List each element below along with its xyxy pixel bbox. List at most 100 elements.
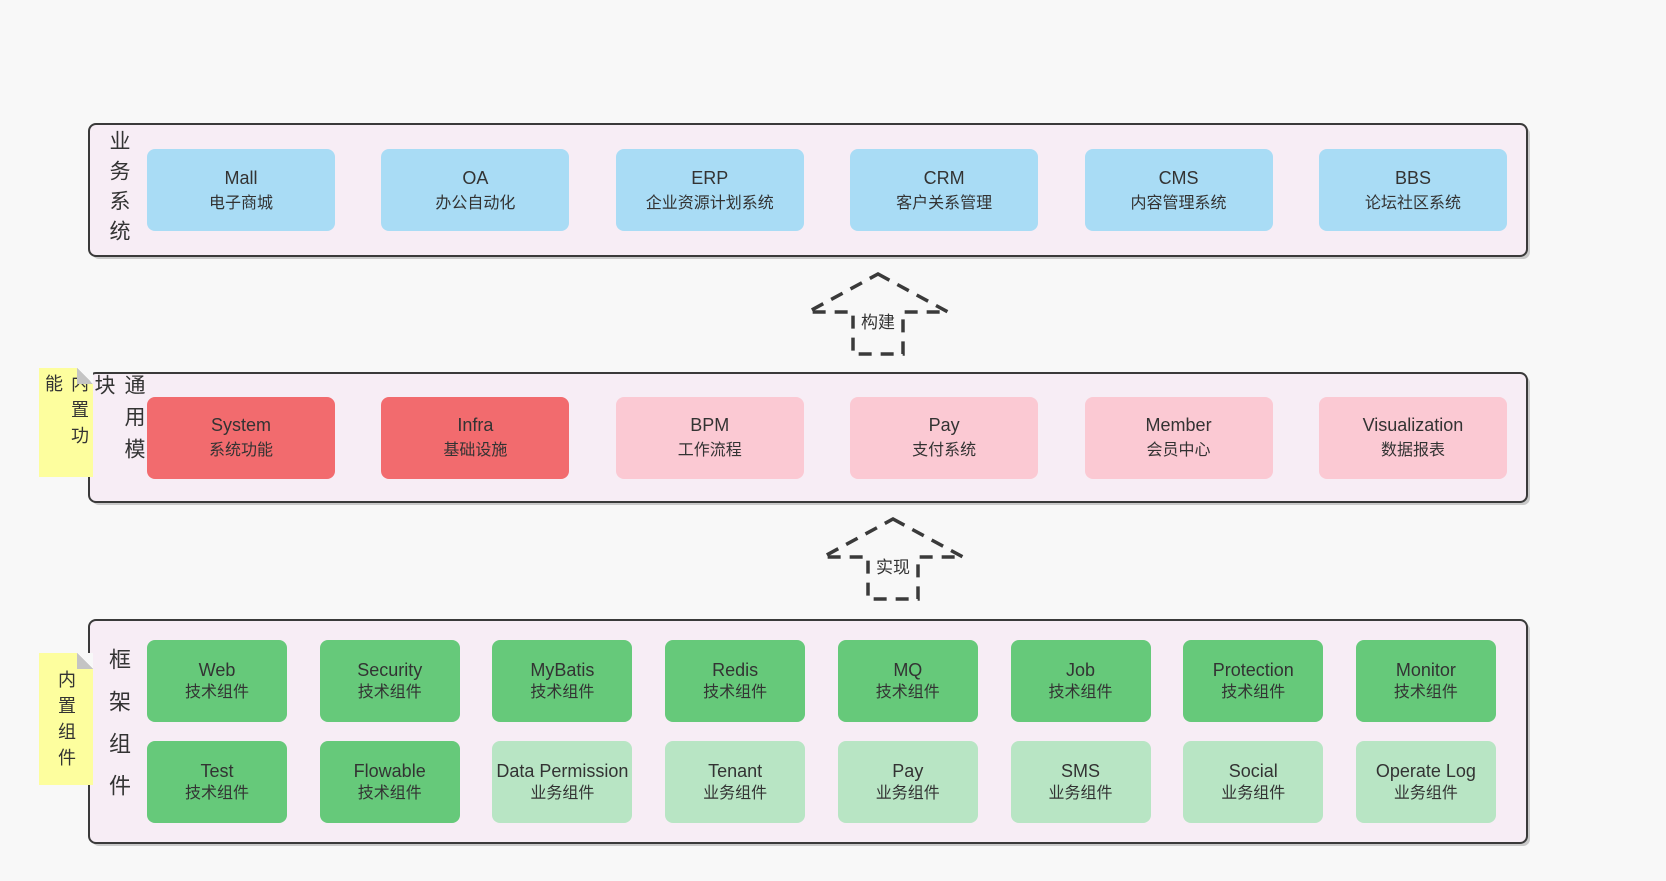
box-title: Pay xyxy=(928,415,960,435)
implement-arrow-icon xyxy=(822,517,964,601)
box-web: Web 技术组件 xyxy=(147,640,287,722)
box-subtitle: 业务组件 xyxy=(1221,785,1286,803)
box-subtitle: 电子商城 xyxy=(208,194,273,212)
box-subtitle: 技术组件 xyxy=(1393,684,1458,702)
box-system: System 系统功能 xyxy=(147,396,335,479)
box-subtitle: 技术组件 xyxy=(357,684,422,702)
layer-modules-label: 通用模块 xyxy=(92,374,145,470)
sticky-note-builtin-components: 内置组件 xyxy=(39,653,93,785)
box-subtitle: 工作流程 xyxy=(677,442,742,459)
box-title: Job xyxy=(1066,660,1096,681)
framework-row-2: Test 技术组件 Flowable 技术组件 Data Permission … xyxy=(147,741,1496,823)
box-infra: Infra 基础设施 xyxy=(381,396,570,479)
box-title: Member xyxy=(1145,415,1212,435)
modules-boxes-row: System 系统功能 Infra 基础设施 BPM 工作流程 Pay 支付系统… xyxy=(147,374,1507,501)
layer-common-modules: 通用模块 System 系统功能 Infra 基础设施 BPM 工作流程 Pay… xyxy=(88,372,1528,503)
box-subtitle: 数据报表 xyxy=(1380,442,1445,459)
box-subtitle: 业务组件 xyxy=(703,785,768,803)
box-subtitle: 客户关系管理 xyxy=(896,194,993,212)
box-subtitle: 企业资源计划系统 xyxy=(645,194,774,212)
box-title: Tenant xyxy=(708,761,763,782)
box-title: Pay xyxy=(892,761,924,782)
framework-rows: Web 技术组件 Security 技术组件 MyBatis 技术组件 Redi… xyxy=(147,640,1496,823)
box-subtitle: 内容管理系统 xyxy=(1130,194,1227,212)
box-protection: Protection 技术组件 xyxy=(1183,640,1324,722)
box-title: CRM xyxy=(923,167,965,188)
box-subtitle: 技术组件 xyxy=(184,785,249,803)
box-pay-module: Pay 支付系统 xyxy=(850,396,1039,479)
layer-business-label: 业务系统 xyxy=(107,130,130,250)
box-title: Protection xyxy=(1212,660,1294,681)
business-boxes-row: Mall 电子商城 OA 办公自动化 ERP 企业资源计划系统 CRM 客户关系… xyxy=(147,125,1507,255)
box-title: Monitor xyxy=(1395,660,1456,681)
box-subtitle: 基础设施 xyxy=(443,442,508,459)
box-title: Mall xyxy=(224,167,258,188)
build-arrow-icon xyxy=(807,272,949,356)
box-bbs: BBS 论坛社区系统 xyxy=(1318,149,1507,231)
box-cms: CMS 内容管理系统 xyxy=(1084,149,1273,231)
box-subtitle: 技术组件 xyxy=(875,684,940,702)
box-tenant: Tenant 业务组件 xyxy=(665,741,806,823)
box-subtitle: 系统功能 xyxy=(208,442,273,459)
layer-framework-components: 框架组件 Web 技术组件 Security 技术组件 MyBatis 技术组件… xyxy=(88,619,1528,844)
box-title: ERP xyxy=(691,167,729,188)
box-title: BBS xyxy=(1394,167,1431,188)
box-subtitle: 会员中心 xyxy=(1146,442,1211,459)
folded-corner-icon xyxy=(77,653,93,669)
box-title: SMS xyxy=(1061,761,1101,782)
framework-row-1: Web 技术组件 Security 技术组件 MyBatis 技术组件 Redi… xyxy=(147,640,1496,722)
box-title: Infra xyxy=(457,415,494,435)
box-pay-component: Pay 业务组件 xyxy=(837,741,978,823)
box-flowable: Flowable 技术组件 xyxy=(319,741,460,823)
box-title: Data Permission xyxy=(496,761,629,782)
sticky-note-text: 内置功能 xyxy=(43,374,89,452)
box-crm: CRM 客户关系管理 xyxy=(850,149,1039,231)
box-title: OA xyxy=(462,167,489,188)
box-visualization: Visualization 数据报表 xyxy=(1318,396,1507,479)
box-title: Redis xyxy=(712,660,759,681)
box-subtitle: 业务组件 xyxy=(875,785,940,803)
folded-corner-icon xyxy=(77,368,93,384)
box-subtitle: 技术组件 xyxy=(530,684,595,702)
box-test: Test 技术组件 xyxy=(147,741,287,823)
box-title: Social xyxy=(1228,761,1278,782)
sticky-note-text: 内置组件 xyxy=(56,670,76,774)
box-title: CMS xyxy=(1158,167,1199,188)
box-title: Web xyxy=(198,660,236,681)
box-subtitle: 业务组件 xyxy=(1393,785,1458,803)
box-social: Social 业务组件 xyxy=(1183,741,1324,823)
box-sms: SMS 业务组件 xyxy=(1010,741,1151,823)
box-mybatis: MyBatis 技术组件 xyxy=(492,640,633,722)
box-member: Member 会员中心 xyxy=(1084,396,1273,479)
box-title: MyBatis xyxy=(530,660,595,681)
box-bpm: BPM 工作流程 xyxy=(615,396,804,479)
box-subtitle: 办公自动化 xyxy=(435,194,516,212)
box-subtitle: 技术组件 xyxy=(1048,684,1113,702)
box-subtitle: 技术组件 xyxy=(1221,684,1286,702)
box-subtitle: 业务组件 xyxy=(530,785,595,803)
box-mq: MQ 技术组件 xyxy=(837,640,978,722)
box-security: Security 技术组件 xyxy=(319,640,460,722)
box-mall: Mall 电子商城 xyxy=(147,149,335,231)
box-title: MQ xyxy=(893,660,923,681)
sticky-note-builtin-features: 内置功能 xyxy=(39,368,93,477)
layer-framework-label: 框架组件 xyxy=(106,647,131,816)
implement-arrow-label: 实现 xyxy=(870,556,916,580)
box-data-permission: Data Permission 业务组件 xyxy=(492,741,633,823)
box-oa: OA 办公自动化 xyxy=(381,149,570,231)
box-title: Security xyxy=(357,660,423,681)
box-title: BPM xyxy=(690,415,730,435)
layer-business-systems: 业务系统 Mall 电子商城 OA 办公自动化 ERP 企业资源计划系统 CRM… xyxy=(88,123,1528,257)
box-subtitle: 技术组件 xyxy=(357,785,422,803)
box-subtitle: 论坛社区系统 xyxy=(1364,194,1461,212)
build-arrow-label: 构建 xyxy=(855,311,901,335)
box-job: Job 技术组件 xyxy=(1010,640,1151,722)
box-erp: ERP 企业资源计划系统 xyxy=(615,149,804,231)
box-subtitle: 技术组件 xyxy=(184,684,249,702)
box-title: Operate Log xyxy=(1375,761,1476,782)
box-subtitle: 支付系统 xyxy=(912,442,977,459)
box-title: Test xyxy=(200,761,234,782)
box-title: System xyxy=(210,415,271,435)
box-title: Visualization xyxy=(1362,415,1464,435)
box-title: Flowable xyxy=(353,761,426,782)
